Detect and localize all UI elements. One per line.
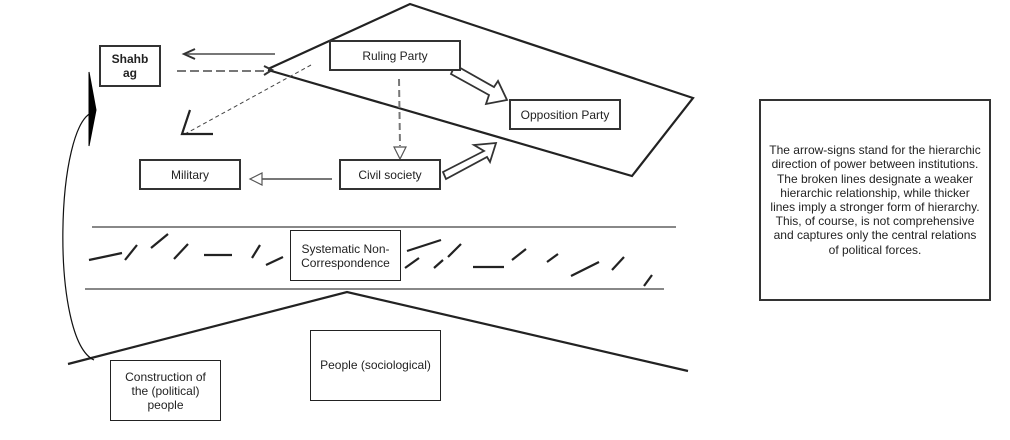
curved-arrowhead-icon (88, 71, 97, 147)
node-civil-society-label: Civil society (358, 167, 422, 182)
dash-mark (150, 233, 169, 249)
legend-line: The arrow-signs stand for the hierarchic (769, 143, 981, 158)
node-civil-society[interactable]: Civil society (339, 159, 441, 190)
arrow-ruling-to-civil-dashed (398, 78, 401, 147)
arrowhead-military-icon (248, 172, 263, 186)
node-military[interactable]: Military (139, 159, 241, 190)
node-shahbag[interactable]: Shahb ag (99, 45, 161, 87)
node-ruling-party[interactable]: Ruling Party (329, 40, 461, 71)
node-shahbag-line-1: Shahb (111, 52, 149, 66)
dash-mark (570, 261, 600, 277)
node-opposition-party[interactable]: Opposition Party (509, 99, 621, 130)
legend-line: and captures only the central relations (773, 228, 977, 243)
node-people-sociological-label: People (sociological) (320, 357, 431, 372)
block-arrow-ruling-to-opposition (449, 63, 509, 106)
curved-arrow-construction-to-shahbag (62, 111, 95, 361)
angle-arrowhead-icon (180, 109, 213, 136)
dash-mark (265, 256, 284, 266)
dash-mark (124, 244, 138, 261)
node-people-sociological[interactable]: People (sociological) (310, 330, 441, 401)
dash-mark (173, 243, 189, 260)
arrow-ruling-to-military-dotted (184, 64, 312, 135)
dash-mark (251, 244, 261, 259)
people-shape-outline (67, 290, 689, 373)
dash-mark (546, 253, 559, 263)
dash-mark (611, 256, 625, 271)
arrowhead-shahbag-icon (181, 48, 196, 60)
legend-box: The arrow-signs stand for the hierarchic… (759, 99, 991, 301)
node-shahbag-line-2: ag (122, 66, 137, 80)
legend-line: The broken lines designate a weaker (776, 171, 974, 186)
node-opposition-party-label: Opposition Party (520, 107, 610, 122)
node-construction-line-1: Construction of (125, 369, 206, 384)
block-arrow-civil-to-opposition (441, 141, 498, 181)
node-construction-political-people[interactable]: Construction of the (political) people (110, 360, 221, 421)
arrowhead-civil-icon (393, 146, 407, 161)
arrowhead-state-icon (263, 65, 275, 76)
node-snc-line-2: Correspondence (301, 255, 390, 270)
dash-mark (433, 259, 444, 269)
dash-mark (643, 274, 653, 287)
legend-line: of political forces. (828, 242, 922, 257)
dash-mark (88, 251, 123, 262)
broken-dashes (88, 233, 653, 287)
node-systematic-non-correspondence[interactable]: Systematic Non- Correspondence (290, 230, 401, 281)
dash-mark (511, 248, 527, 261)
node-construction-line-2: the (political) (131, 383, 200, 398)
dash-mark (404, 257, 420, 269)
state-shape-outline (267, 2, 695, 178)
node-ruling-party-label: Ruling Party (362, 48, 428, 63)
dash-mark (406, 238, 442, 253)
legend-line: hierarchic relationship, while thicker (780, 185, 970, 200)
node-military-label: Military (171, 167, 209, 182)
node-snc-line-1: Systematic Non- (301, 241, 390, 256)
node-construction-line-3: people (147, 397, 184, 412)
legend-line: direction of power between institutions. (771, 157, 979, 172)
legend-line: This, of course, is not comprehensive (775, 214, 975, 229)
legend-line: lines imply a stronger form of hierarchy… (770, 200, 980, 214)
dash-mark (447, 243, 462, 258)
